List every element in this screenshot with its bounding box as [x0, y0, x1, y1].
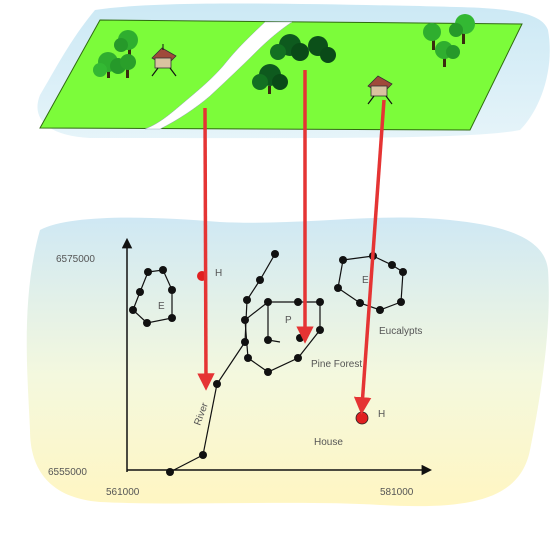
arrow-house	[353, 99, 386, 415]
eucalypt-label-left: E	[158, 301, 165, 312]
pine-tree-icon	[308, 36, 336, 63]
eucalypt-label-right: E	[362, 275, 369, 286]
river-band	[144, 21, 293, 130]
pine-tree-icon	[252, 64, 288, 94]
y-axis-top-label: 6575000	[56, 254, 95, 265]
house-label: House	[314, 437, 343, 448]
x-axis-left-label: 561000	[106, 487, 140, 498]
landscape-scene	[37, 3, 550, 139]
tree-icon	[120, 54, 136, 78]
pine-tree-icon	[270, 34, 309, 61]
mapping-arrows	[197, 70, 386, 415]
house-point-small-label: H	[215, 268, 222, 279]
eucalypt-polygon-right: E	[334, 252, 407, 314]
house-icon	[151, 44, 177, 77]
tree-icon	[423, 23, 441, 50]
tree-icon	[435, 41, 460, 67]
map-backdrop	[26, 217, 549, 507]
tree-icon	[449, 14, 475, 44]
house-point-large-label: H	[378, 409, 385, 420]
y-axis-bottom-label: 6555000	[48, 467, 87, 478]
pine-label-small: P	[285, 315, 292, 326]
pine-forest-label: Pine Forest	[311, 359, 362, 370]
eucalypts-label: Eucalypts	[379, 326, 422, 337]
tree-icon	[114, 30, 138, 60]
eucalypt-polygon-left: E	[129, 266, 176, 327]
house-icon	[367, 75, 393, 105]
map-axes	[121, 237, 433, 476]
arrow-river	[197, 107, 215, 391]
house-point-large	[355, 411, 369, 425]
x-axis-right-label: 581000	[380, 487, 414, 498]
